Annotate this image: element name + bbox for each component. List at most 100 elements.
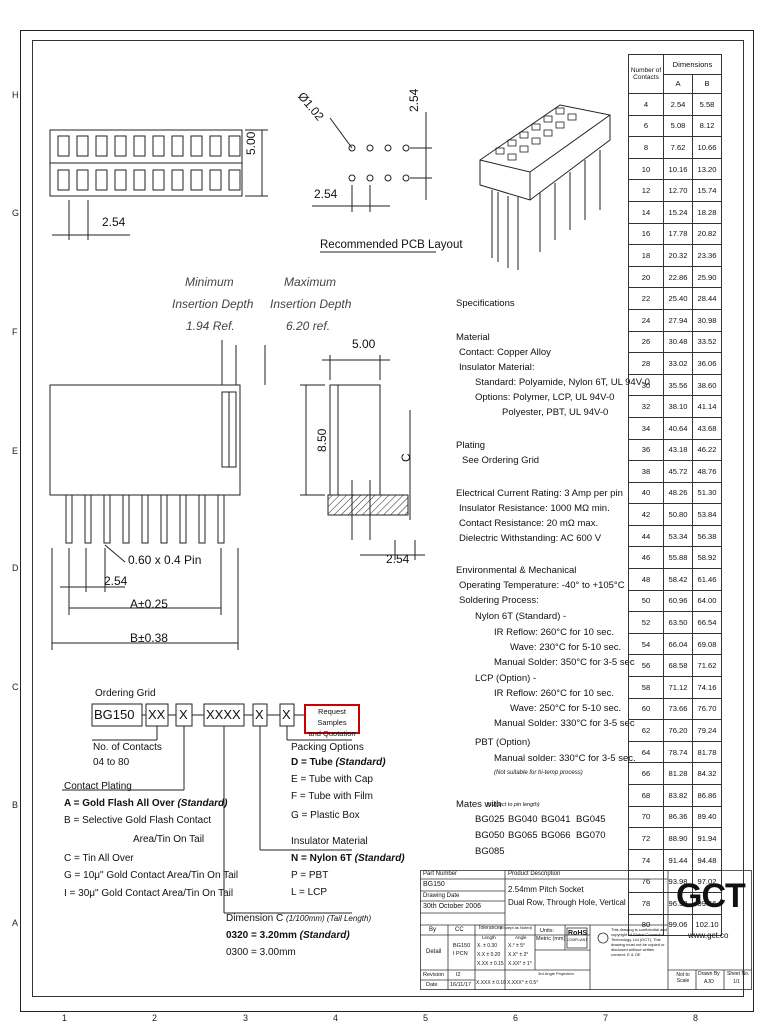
contact-count-cell: 48 (628, 568, 664, 591)
dim-a-cell: 10.16 (663, 157, 693, 181)
dim-a-cell: 17.78 (663, 222, 693, 246)
contact-count-cell: 46 (628, 546, 664, 570)
dim-a-cell: 7.62 (663, 136, 693, 159)
third-angle-projection: 3rd Angle Projection (538, 971, 574, 976)
edge-col-7: 7 (603, 1013, 609, 1023)
spec-line: Nylon 6T (Standard) - (475, 611, 567, 622)
request-samples-button[interactable]: Request Samples and Quotation (304, 704, 360, 738)
contact-count-cell: 18 (628, 244, 664, 267)
dim-a-cell: 43.18 (663, 438, 693, 462)
tb-part-number: BG150 (423, 881, 445, 888)
packing-option: G = Plastic Box (291, 810, 360, 821)
edge-row-a: A (12, 918, 19, 928)
max-insertion-l3: 6.20 ref. (286, 319, 331, 333)
dim-a-cell: 53.34 (663, 524, 693, 548)
tb-tol-length: X.X ± 0.20 (477, 952, 501, 958)
ordering-seg-insulator: X (255, 707, 264, 722)
header-col-b: B (692, 73, 722, 94)
dim-a-cell: 71.12 (663, 676, 693, 699)
contact-count-cell: 22 (628, 287, 664, 310)
spec-line: Insulator Resistance: 1000 MΩ min. (459, 503, 610, 514)
dim-b-cell: 81.78 (692, 740, 722, 764)
edge-row-e: E (12, 446, 19, 456)
spec-line: (Not suitable for hi-temp process) (494, 770, 583, 776)
header-dimensions: Dimensions (663, 54, 722, 75)
contact-count-cell: 6 (628, 114, 664, 138)
edge-col-5: 5 (423, 1013, 429, 1023)
rohs-logo: RoHS (568, 930, 588, 937)
dim-b-cell: 38.60 (692, 373, 722, 397)
tb-sheet: 1/1 (733, 979, 740, 985)
dim-b-cell: 74.16 (692, 676, 722, 699)
plating-option: C = Tin All Over (64, 853, 134, 864)
contact-count-cell: 4 (628, 93, 664, 116)
top-view-height-dim: 5.00 (244, 131, 258, 155)
tb-tol-angle: X.X° ± 2° (508, 952, 529, 958)
contact-count-cell: 74 (628, 848, 664, 872)
pin-size-dim: 0.60 x 0.4 Pin (128, 553, 202, 567)
rohs-sub: COMPLIANT (567, 938, 588, 942)
pcb-layout-title: Recommended PCB Layout (320, 239, 463, 251)
dim-b-cell: 64.00 (692, 589, 722, 613)
edge-col-2: 2 (152, 1013, 158, 1023)
insulator-title: Insulator Material (291, 836, 368, 847)
dim-b-cell: 91.94 (692, 827, 722, 850)
insulator-option: L = LCP (291, 887, 328, 898)
tb-detail-l1: BG150 (453, 943, 471, 949)
plating-title: Contact Plating (64, 781, 132, 792)
dim-a-cell: 88.90 (663, 827, 693, 850)
dim-b-cell: 41.14 (692, 395, 722, 418)
packing-d: D = Tube (291, 757, 333, 768)
dimc-std-note: (Standard) (299, 930, 350, 941)
contact-count-cell: 24 (628, 308, 664, 332)
tb-sheet-label: Sheet No. (727, 971, 750, 977)
tb-drawing-date: 30th October 2006 (423, 903, 481, 910)
mate-part: BG085 (475, 846, 505, 857)
tb-drawing-date-label: Drawing Date (423, 893, 460, 899)
tb-desc-l2: Dual Row, Through Hole, Vertical (508, 898, 626, 907)
dim-a-cell: 15.24 (663, 200, 693, 224)
contact-count-cell: 32 (628, 395, 664, 418)
end-width-dim: 5.00 (352, 337, 376, 351)
contact-count-cell: 66 (628, 762, 664, 785)
tb-tol-length: X.XXX ± 0.10 (476, 980, 506, 986)
spec-line: IR Reflow: 260°C for 10 sec. (494, 688, 614, 699)
dim-a-cell: 30.48 (663, 330, 693, 354)
dim-b-cell: 28.44 (692, 287, 722, 310)
insulator-n-std: (Standard) (354, 853, 405, 864)
mate-part: BG025 (475, 814, 505, 825)
edge-row-b: B (12, 800, 19, 810)
dim-b-cell: 56.38 (692, 524, 722, 548)
plating-a-std: (Standard) (177, 798, 228, 809)
dim-a-cell: 68.58 (663, 654, 693, 678)
dim-b-cell: 53.84 (692, 503, 722, 526)
dim-b-cell: 43.68 (692, 416, 722, 440)
tb-by: CC (455, 927, 464, 933)
specs-title: Specifications (456, 298, 515, 309)
dim-a-cell: 40.64 (663, 416, 693, 440)
tb-units: Metric (mm) (536, 936, 566, 942)
end-height-dim: 8.50 (315, 428, 329, 452)
spec-line: Operating Temperature: -40° to +105°C (459, 580, 625, 591)
plating-option: Area/Tin On Tail (133, 834, 205, 845)
tb-angle-label: Angle (515, 935, 527, 940)
edge-col-8: 8 (693, 1013, 699, 1023)
dim-a-cell: 33.02 (663, 352, 693, 375)
spec-line: Material (456, 332, 490, 343)
contacts-label: No. of Contacts (93, 742, 162, 753)
title-block-lines (420, 870, 752, 990)
plating-a-line: A = Gold Flash All Over (Standard) (64, 798, 227, 809)
spec-line: Standard: Polyamide, Nylon 6T, UL 94V-0 (475, 377, 650, 388)
